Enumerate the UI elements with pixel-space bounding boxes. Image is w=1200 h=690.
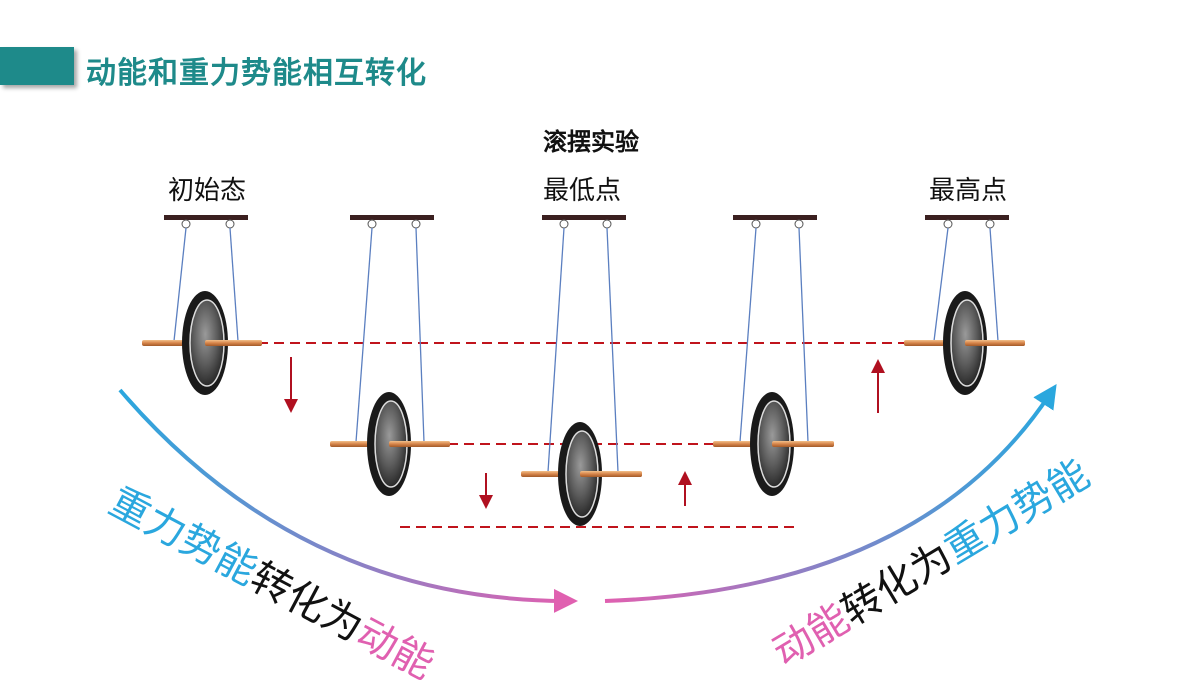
- arc-arrow-right: [604, 384, 1057, 603]
- pendulum-initial: [142, 215, 262, 395]
- pendulum-highest: [904, 215, 1025, 395]
- label-lowest-point: 最低点: [542, 176, 621, 206]
- header-accent-bar: [0, 47, 74, 85]
- pendulum-lowest: [521, 215, 642, 526]
- label-highest-point: 最高点: [928, 176, 1007, 206]
- page-title: 动能和重力势能相互转化: [86, 56, 427, 91]
- arc-arrow-left: [118, 388, 578, 613]
- experiment-title: 滚摆实验: [543, 128, 639, 156]
- label-initial-state: 初始态: [167, 176, 246, 206]
- pendulum-diagram: [118, 215, 1057, 613]
- pendulum-ascending: [713, 215, 834, 496]
- pendulum-descending: [330, 215, 450, 496]
